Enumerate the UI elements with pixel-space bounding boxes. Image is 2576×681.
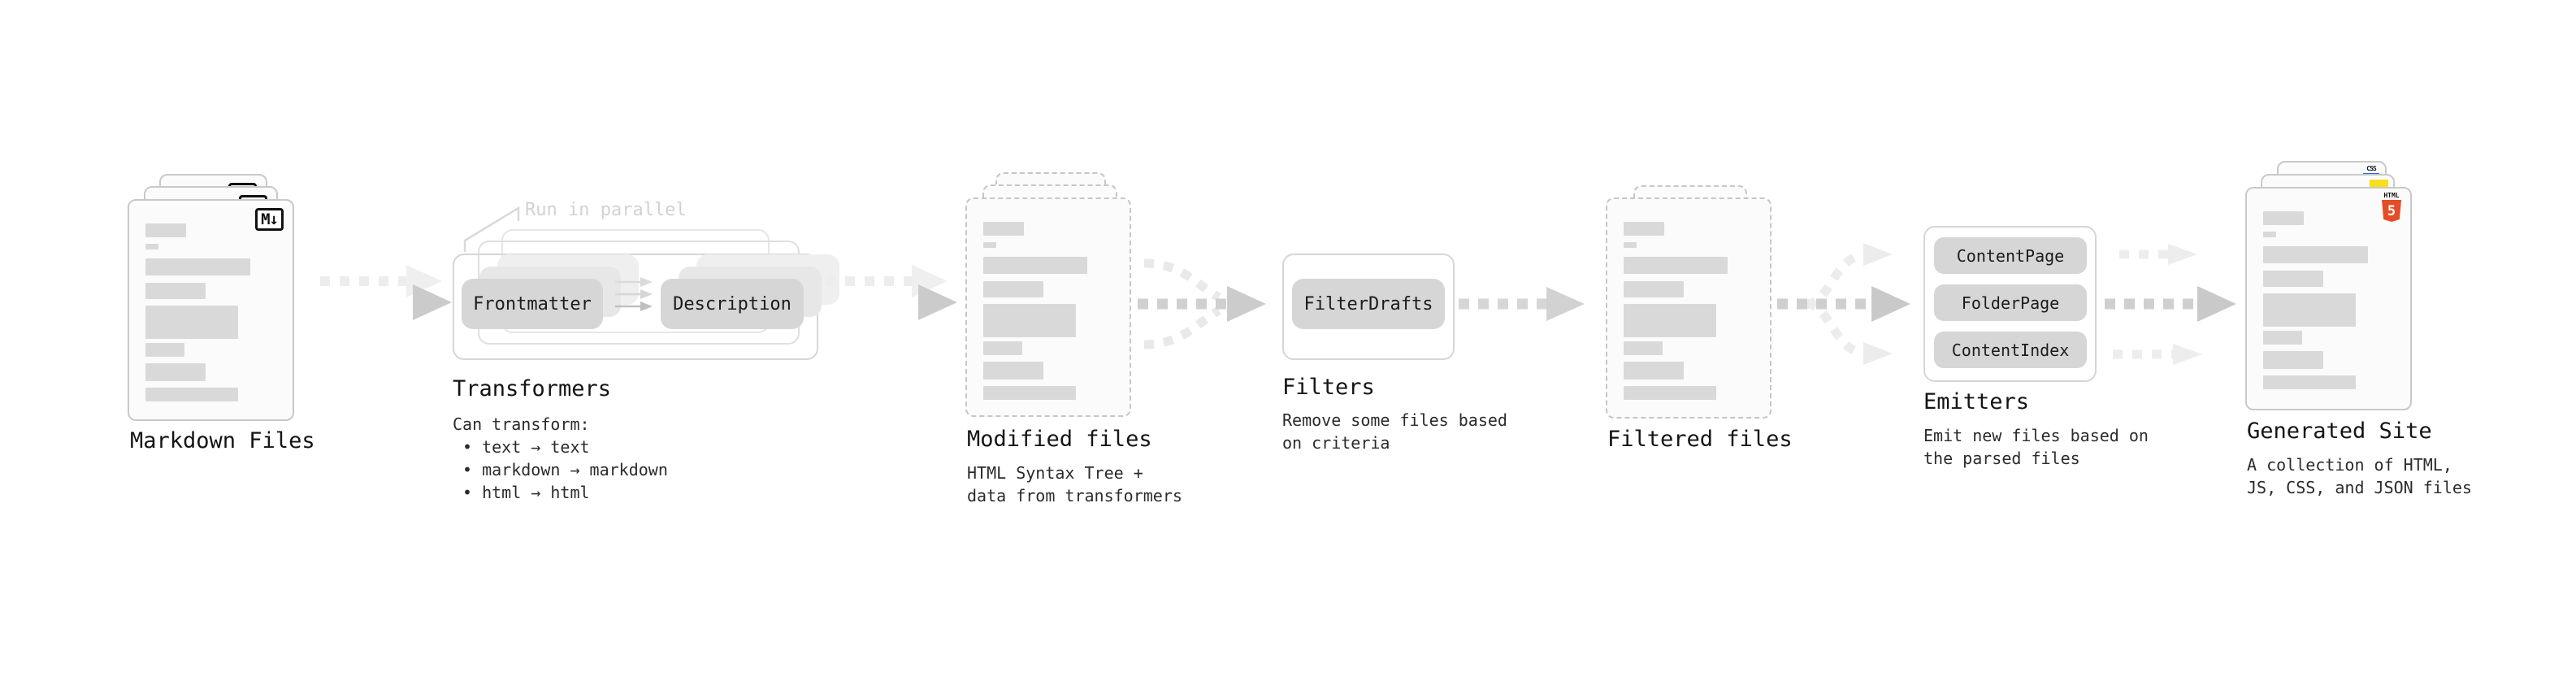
html5-icon: HTML 5: [2381, 193, 2402, 222]
filters-desc: on criteria: [1282, 433, 1390, 453]
transform-arrow-top: [615, 277, 653, 287]
contentindex-pill: ContentIndex: [1934, 332, 2087, 368]
emitters-desc: the parsed files: [1923, 449, 2080, 468]
modified-file-front: [965, 197, 1131, 417]
transform-arrow-bottom: [615, 301, 653, 311]
file-content-placeholder: [2247, 189, 2410, 389]
flow-arrow-filters-to-filtered: [1459, 287, 1585, 321]
transformers-bullet: • markdown → markdown: [462, 460, 668, 479]
note-leader-line: [463, 206, 520, 252]
description-pill: Description: [661, 279, 804, 329]
transformers-desc: Can transform:: [453, 414, 590, 434]
filterdrafts-pill: FilterDrafts: [1292, 279, 1445, 329]
markdown-icon: M↓: [255, 208, 284, 231]
filters-label: Filters: [1282, 375, 1375, 400]
flow-arrow-emitters-to-generated: [2105, 244, 2236, 365]
modified-files-label: Modified files: [967, 427, 1152, 452]
file-content-placeholder: [1607, 199, 1770, 400]
modified-files-desc: HTML Syntax Tree +: [967, 463, 1143, 483]
markdown-file-front: M↓: [128, 199, 294, 421]
emitters-label: Emitters: [1923, 389, 2030, 414]
markdown-files-label: Markdown Files: [130, 428, 315, 453]
flow-arrow-filtered-to-emitters: [1777, 243, 1910, 365]
frontmatter-pill: Frontmatter: [462, 279, 603, 329]
filtered-files-label: Filtered files: [1607, 427, 1793, 452]
contentpage-pill: ContentPage: [1934, 237, 2087, 274]
emitters-desc: Emit new files based on: [1923, 426, 2149, 445]
file-content-placeholder: [129, 201, 293, 401]
flow-arrow-transformers-to-modified: [814, 265, 957, 320]
transformers-bullet: • html → html: [462, 483, 590, 502]
generated-site-label: Generated Site: [2247, 419, 2432, 444]
flow-arrow-modified-to-filters: [1138, 258, 1266, 349]
modified-files-desc: data from transformers: [967, 486, 1182, 505]
generated-site-desc: JS, CSS, and JSON files: [2247, 478, 2472, 497]
transform-arrow-mid: [615, 289, 653, 299]
generated-file-html: HTML 5: [2245, 187, 2412, 410]
transformers-label: Transformers: [453, 376, 612, 401]
folderpage-pill: FolderPage: [1934, 284, 2087, 321]
flow-arrow-markdown-to-transformers: [309, 265, 452, 320]
filters-desc: Remove some files based: [1282, 410, 1507, 430]
transformers-bullet: • text → text: [462, 437, 590, 457]
file-content-placeholder: [967, 199, 1130, 400]
filtered-file-front: [1606, 197, 1772, 419]
generated-site-desc: A collection of HTML,: [2247, 455, 2452, 475]
run-in-parallel-note: Run in parallel: [525, 200, 687, 220]
